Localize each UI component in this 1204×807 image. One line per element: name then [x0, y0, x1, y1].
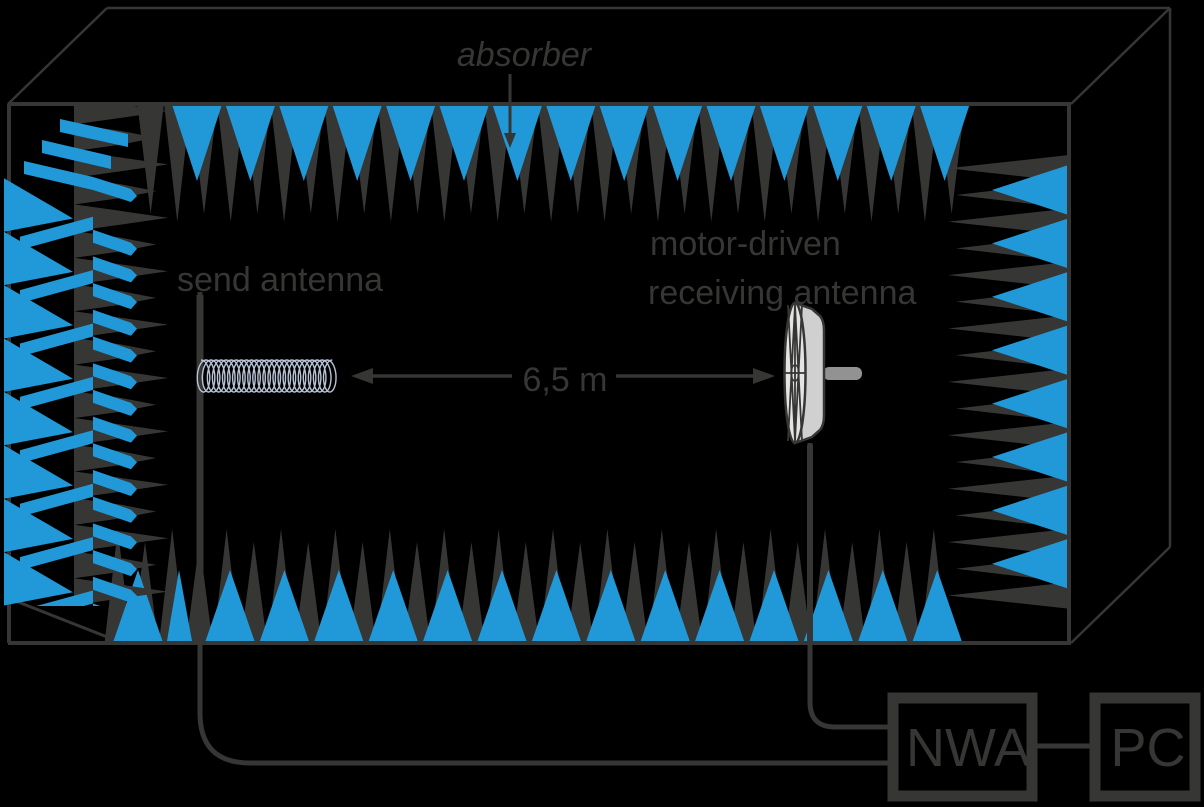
- svg-text:NWA: NWA: [906, 718, 1030, 778]
- svg-text:receiving antenna: receiving antenna: [648, 274, 917, 312]
- svg-text:6,5 m: 6,5 m: [522, 361, 607, 399]
- svg-text:PC: PC: [1110, 718, 1185, 778]
- svg-text:motor-driven: motor-driven: [650, 225, 841, 263]
- svg-text:send antenna: send antenna: [177, 261, 383, 299]
- svg-text:absorber: absorber: [457, 36, 593, 74]
